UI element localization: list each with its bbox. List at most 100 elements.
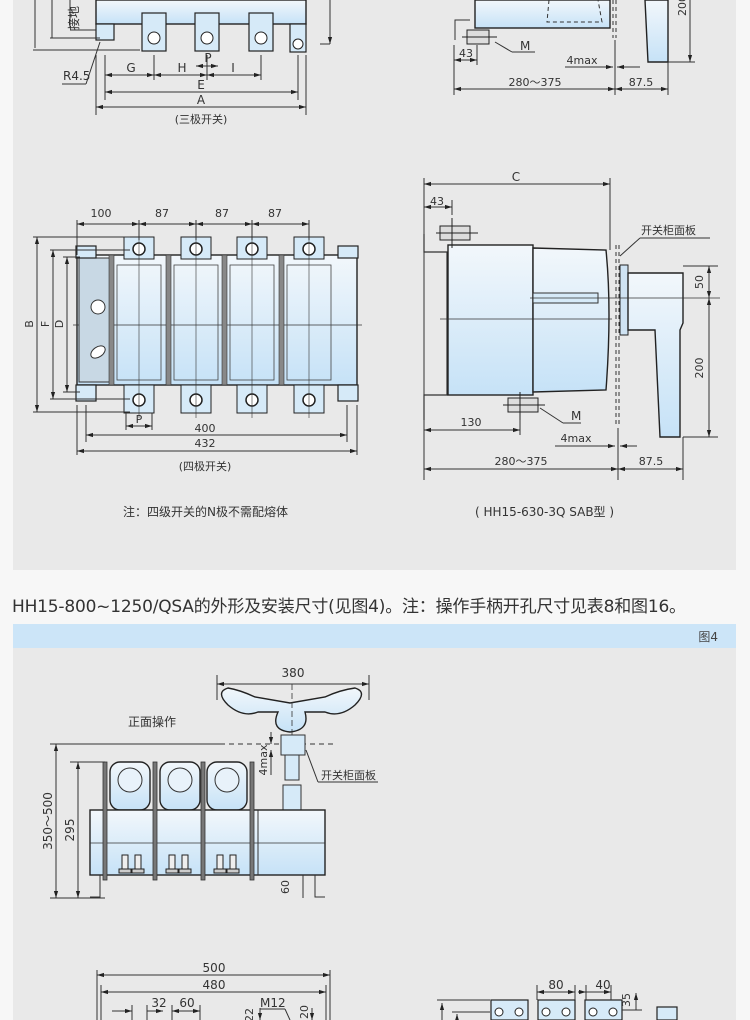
bolt <box>181 854 189 870</box>
dim-c: C <box>512 170 520 184</box>
dim-40: 40 <box>595 978 610 992</box>
ground-label: 接地 <box>66 6 81 30</box>
pole-separator <box>221 254 228 386</box>
switch-body-front <box>532 247 610 393</box>
dim-43-side: 43 <box>430 195 444 208</box>
pole-heads <box>109 761 248 811</box>
handle-linkage <box>282 784 302 811</box>
terminal-bolt <box>254 31 268 45</box>
terminal-hole <box>514 1007 524 1017</box>
mount-foot-left <box>95 23 115 41</box>
terminal-plate <box>656 1006 678 1020</box>
nut <box>118 868 132 874</box>
dim-130: 130 <box>461 416 482 429</box>
dim-top-4: 87 <box>268 207 282 220</box>
bolt <box>216 854 224 870</box>
dim-43: 43 <box>459 47 473 60</box>
dim-22: 22 <box>243 1008 256 1020</box>
model-caption: ( HH15-630-3Q SAB型 ) <box>475 505 615 519</box>
nut <box>178 868 192 874</box>
nut <box>165 868 179 874</box>
four-pole-caption: (四极开关) <box>179 459 232 473</box>
pole-separator <box>278 254 285 386</box>
front-op-label: 正面操作 <box>128 714 176 729</box>
mount-feet <box>75 245 359 402</box>
section-heading: HH15-800~1250/QSA的外形及安装尺寸(见图4)。注：操作手柄开孔尺… <box>12 597 686 617</box>
dim-87-5-side: 87.5 <box>639 455 664 468</box>
panel-label-fig4: 开关柜面板 <box>321 768 376 782</box>
pole-separator <box>108 254 115 386</box>
dim-295: 295 <box>63 819 77 842</box>
dim-radius: R4.5 <box>63 69 90 83</box>
side-view-partial-drawing: 43 M 4max 280～375 87.5 200 <box>453 0 695 95</box>
dim-h: H <box>177 61 186 75</box>
dim-60-fig4: 60 <box>279 880 292 894</box>
bolt <box>121 854 129 870</box>
three-pole-drawing: 接地 G H P I E A R4.5 (三极开关) <box>33 0 333 126</box>
dim-200-side: 200 <box>693 358 706 379</box>
dim-m-side: M <box>571 409 581 423</box>
terminal-group <box>141 12 304 52</box>
dim-480: 480 <box>203 978 226 992</box>
pole-separator <box>165 254 172 386</box>
three-pole-caption: (三极开关) <box>175 112 228 126</box>
dim-432: 432 <box>195 437 216 450</box>
nut <box>226 868 240 874</box>
handle-coupler <box>280 734 306 756</box>
grid-icon <box>90 299 106 315</box>
bolt-lower <box>503 392 545 420</box>
side-view-drawing: C 43 开关柜面板 50 200 130 M 4max 280～375 87.… <box>423 170 720 480</box>
dim-35: 35 <box>620 993 633 1007</box>
dim-p: P <box>204 51 211 65</box>
terminal-bolt <box>292 38 304 50</box>
figure4-header-bar: 图4 <box>13 624 736 648</box>
dim-400: 400 <box>195 422 216 435</box>
dim-m12: M12 <box>260 996 286 1010</box>
dim-b: B <box>23 320 36 328</box>
dim-e: E <box>197 78 205 92</box>
handle <box>644 0 669 63</box>
handle-shaft <box>284 754 300 781</box>
dim-top-3: 87 <box>215 207 229 220</box>
dim-500: 500 <box>203 961 226 975</box>
dim-32: 32 <box>151 996 166 1010</box>
terminal-bolts <box>118 854 240 874</box>
figure4-bottom-drawing: 500 480 32 60 22 M12 20 80 40 <box>96 961 678 1020</box>
switch-base <box>89 809 326 876</box>
dim-g: G <box>126 61 135 75</box>
nut <box>213 868 227 874</box>
handle-base <box>619 264 629 336</box>
figure4-label: 图4 <box>698 630 718 644</box>
dim-4max-fig4: 4max <box>257 744 270 775</box>
bolt-upper <box>436 218 478 248</box>
vertical-bars <box>102 761 255 881</box>
dim-range: 280～375 <box>509 76 562 89</box>
side-panel <box>78 257 112 383</box>
bolt <box>168 854 176 870</box>
dim-m: M <box>520 39 530 53</box>
dim-20: 20 <box>298 1005 311 1019</box>
terminal-holes <box>494 1007 618 1017</box>
operating-handle <box>627 272 684 438</box>
dim-a: A <box>197 93 206 107</box>
switch-body <box>474 0 611 29</box>
dim-i: I <box>231 61 235 75</box>
note-four-pole: 注：四级开关的N极不需配熔体 <box>123 505 288 519</box>
dim-top-1: 100 <box>91 207 112 220</box>
dim-range-side: 280～375 <box>495 455 548 468</box>
panel-label: 开关柜面板 <box>641 223 696 237</box>
bolt <box>134 854 142 870</box>
dim-d: D <box>53 320 66 328</box>
dim-87-5: 87.5 <box>629 76 654 89</box>
operating-handwheel <box>220 687 363 733</box>
terminal-bolt <box>147 31 161 45</box>
dim-4max: 4max <box>567 54 598 67</box>
terminal-hole <box>541 1007 551 1017</box>
four-pole-body <box>76 254 358 386</box>
dim-380: 380 <box>282 666 305 680</box>
terminal-hole <box>588 1007 598 1017</box>
bolt-nut <box>462 29 497 45</box>
dim-p-4pole: P <box>136 413 143 426</box>
screw-icon <box>90 345 106 359</box>
